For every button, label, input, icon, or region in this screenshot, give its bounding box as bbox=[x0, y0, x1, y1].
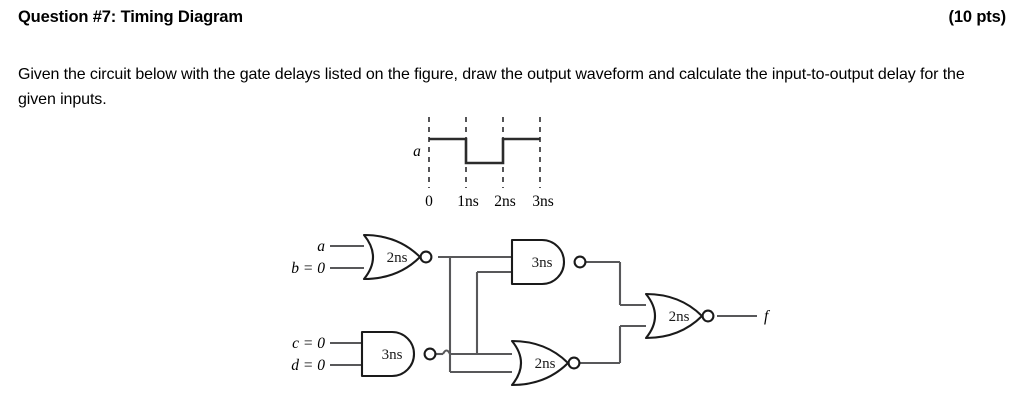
tick-label-0: 0 bbox=[425, 193, 433, 210]
circuit-wires bbox=[330, 244, 757, 374]
gate-nor3[interactable]: 2ns bbox=[644, 292, 715, 340]
circuit-and-timing-svg: a 0 1ns 2ns 3ns bbox=[291, 117, 771, 387]
waveform-label-a: a bbox=[413, 143, 421, 160]
gate-nor1[interactable]: 2ns bbox=[362, 233, 433, 281]
inversion-bubble-icon bbox=[573, 255, 587, 269]
gate-nand2-delay: 3ns bbox=[532, 255, 553, 271]
gate-nand2[interactable]: 3ns bbox=[510, 238, 587, 286]
timing-gridlines bbox=[428, 117, 541, 188]
inversion-bubble-icon bbox=[567, 356, 581, 370]
inversion-bubble-icon bbox=[423, 347, 437, 361]
page-title: Question #7: Timing Diagram bbox=[18, 8, 243, 26]
pin-label-a: a bbox=[317, 238, 325, 255]
prompt-text: Given the circuit below with the gate de… bbox=[18, 66, 965, 108]
gate-nand1-delay: 3ns bbox=[382, 347, 403, 363]
gate-nor3-delay: 2ns bbox=[669, 309, 690, 325]
timing-diagram: a 0 1ns 2ns 3ns bbox=[413, 117, 554, 210]
question-header: Question #7: Timing Diagram (10 pts) bbox=[18, 8, 1006, 30]
tick-label-3: 3ns bbox=[532, 193, 554, 210]
gate-nor2-delay: 2ns bbox=[535, 356, 556, 372]
pin-label-c: c = 0 bbox=[292, 335, 325, 352]
output-label-f: f bbox=[764, 308, 771, 325]
gate-nor2[interactable]: 2ns bbox=[510, 339, 581, 387]
pin-label-b: b = 0 bbox=[291, 260, 325, 277]
inversion-bubble-icon bbox=[701, 309, 715, 323]
gate-nand1[interactable]: 3ns bbox=[360, 330, 437, 378]
gate-nor1-delay: 2ns bbox=[387, 250, 408, 266]
wire-hop bbox=[442, 349, 451, 355]
waveform-trace-a bbox=[429, 137, 540, 165]
inversion-bubble-icon bbox=[419, 250, 433, 264]
pin-label-d: d = 0 bbox=[291, 357, 325, 374]
figure-container: a 0 1ns 2ns 3ns bbox=[0, 105, 1024, 410]
points-badge: (10 pts) bbox=[948, 8, 1007, 26]
tick-label-2: 2ns bbox=[494, 193, 516, 210]
circuit-schematic: 2ns 3ns 3ns 2ns bbox=[291, 233, 771, 387]
tick-label-1: 1ns bbox=[457, 193, 479, 210]
